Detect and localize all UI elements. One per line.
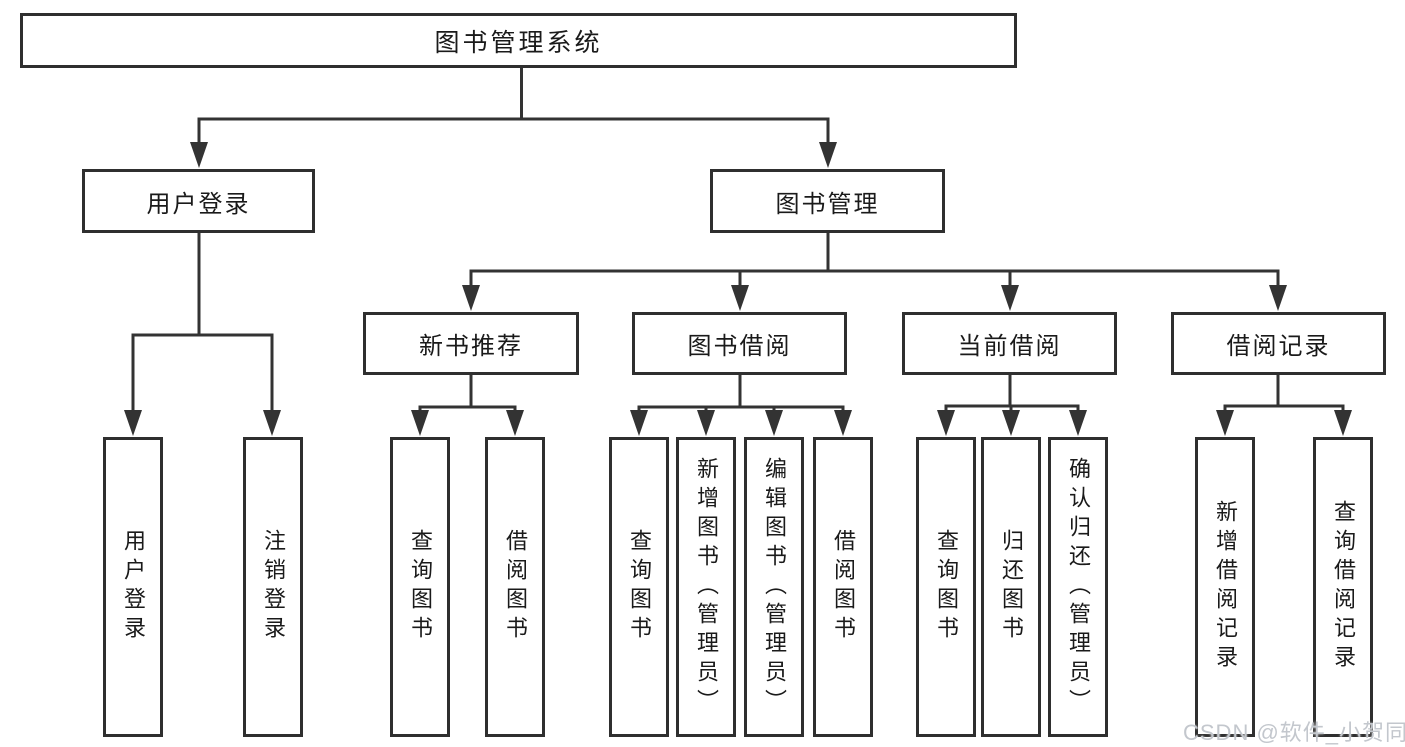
leaf-confirm-return-admin: 确认归还（管理员）: [1048, 437, 1108, 737]
node-label: 查询借阅记录: [1331, 500, 1356, 674]
csdn-watermark: CSDN @软件_小贺同学: [1183, 720, 1405, 745]
node-label: 图书管理系统: [434, 28, 603, 57]
node-label: 当前借阅: [957, 333, 1062, 360]
leaf-user-login: 用户登录: [103, 437, 163, 737]
node-book-borrowing: 图书借阅: [632, 312, 847, 375]
leaf-search-books-recommend: 查询图书: [390, 437, 450, 737]
node-label: 归还图书: [999, 529, 1024, 645]
leaf-search-books-current: 查询图书: [916, 437, 976, 737]
node-label: 查询图书: [408, 529, 433, 645]
node-label: 用户登录: [146, 190, 251, 218]
node-new-book-recommend: 新书推荐: [363, 312, 579, 375]
node-label: 新增借阅记录: [1213, 500, 1238, 674]
node-label: 借阅图书: [503, 529, 528, 645]
leaf-edit-book-admin: 编辑图书（管理员）: [744, 437, 804, 737]
leaf-add-book-admin: 新增图书（管理员）: [676, 437, 736, 737]
node-label: 借阅记录: [1226, 333, 1331, 360]
node-book-management: 图书管理: [710, 169, 945, 233]
node-label: 图书借阅: [687, 333, 792, 360]
node-label: 编辑图书（管理员）: [762, 456, 787, 718]
leaf-add-borrow-record: 新增借阅记录: [1195, 437, 1255, 737]
node-label: 查询图书: [627, 529, 652, 645]
leaf-search-books-borrowing: 查询图书: [609, 437, 669, 737]
node-label: 查询图书: [934, 529, 959, 645]
leaf-borrow-books-recommend: 借阅图书: [485, 437, 545, 737]
leaf-borrow-books-borrowing: 借阅图书: [813, 437, 873, 737]
node-label: 新书推荐: [419, 333, 523, 360]
node-current-borrowing: 当前借阅: [902, 312, 1117, 375]
leaf-search-borrow-record: 查询借阅记录: [1313, 437, 1373, 737]
node-label: 确认归还（管理员）: [1066, 456, 1091, 718]
node-label: 新增图书（管理员）: [694, 456, 719, 718]
node-library-system: 图书管理系统: [20, 13, 1017, 68]
node-borrow-records: 借阅记录: [1171, 312, 1386, 375]
node-label: 用户登录: [121, 529, 146, 645]
node-label: 借阅图书: [831, 529, 856, 645]
leaf-logout: 注销登录: [243, 437, 303, 737]
node-label: 注销登录: [261, 529, 286, 645]
leaf-return-book: 归还图书: [981, 437, 1041, 737]
node-label: 图书管理: [775, 190, 880, 218]
node-user-login: 用户登录: [82, 169, 315, 233]
